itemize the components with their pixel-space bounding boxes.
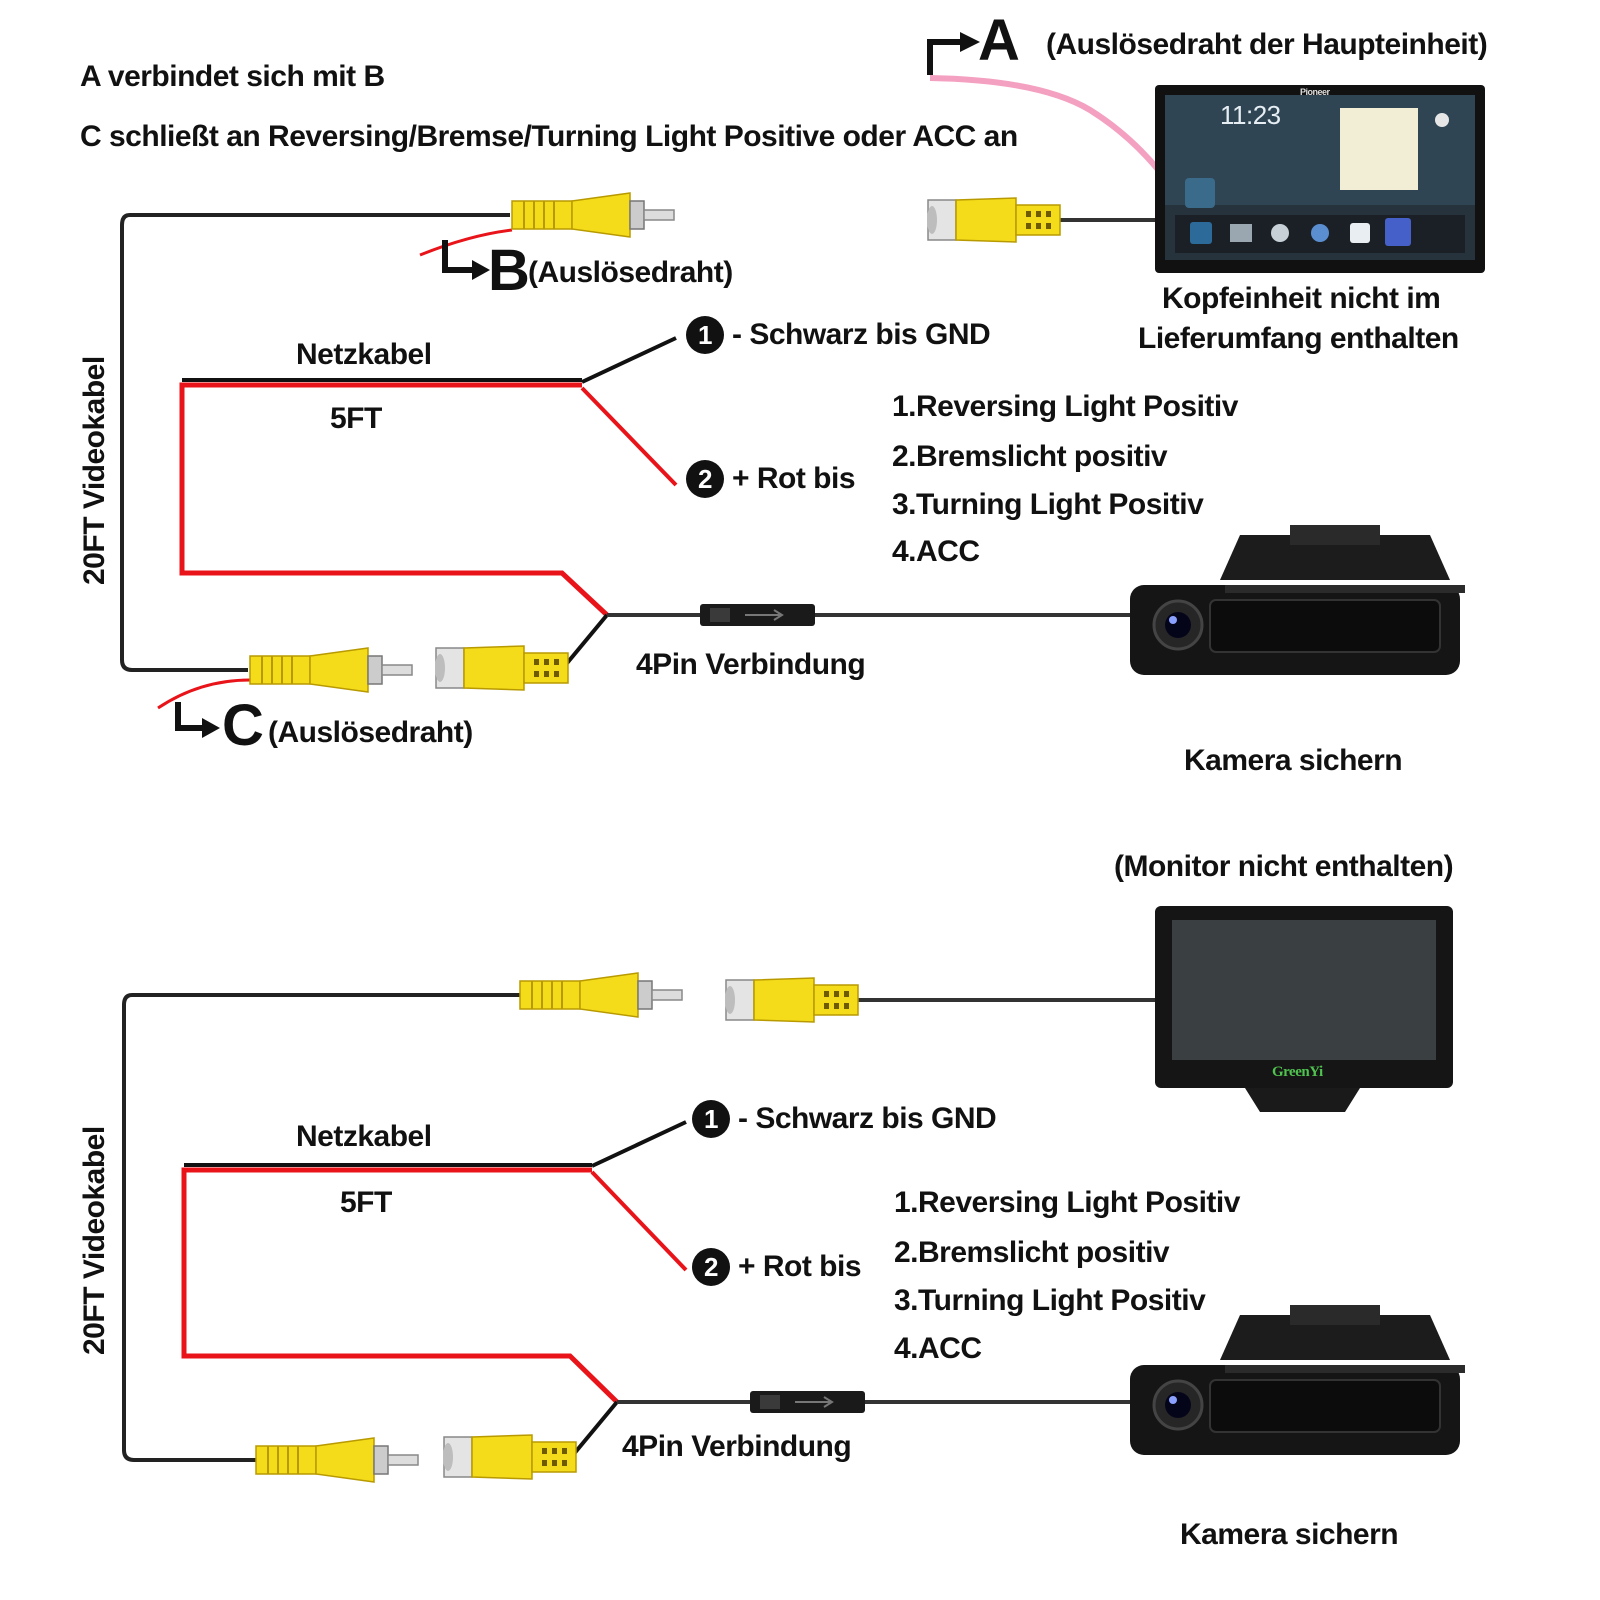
red-wire-label: + Rot bis (732, 462, 856, 495)
option-4-b: 4.ACC (894, 1332, 982, 1365)
headunit-note-1: Kopfeinheit nicht im (1162, 282, 1441, 315)
black-wire-row-2: 1 - Schwarz bis GND (692, 1100, 997, 1138)
power-cable-length: 5FT (330, 402, 382, 435)
power-cable-length-2: 5FT (340, 1186, 392, 1219)
label-a-text: (Auslösedraht der Haupteinheit) (1046, 28, 1488, 61)
head-unit (1155, 85, 1485, 273)
red-wire-label-2: + Rot bis (738, 1250, 862, 1283)
instruction-line-2: C schließt an Reversing/Bremse/Turning L… (80, 120, 1018, 153)
instruction-line-1: A verbindet sich mit B (80, 60, 385, 93)
monitor (1155, 906, 1453, 1112)
four-pin-label-2: 4Pin Verbindung (622, 1430, 852, 1463)
black-wire-row: 1 - Schwarz bis GND (686, 316, 991, 354)
headunit-brand: Pioneer (1300, 87, 1330, 97)
number-2-badge: 2 (686, 460, 724, 498)
number-1-badge: 1 (686, 316, 724, 354)
label-c-letter: C (222, 693, 264, 758)
monitor-brand: GreenYi (1272, 1064, 1323, 1080)
monitor-note: (Monitor nicht enthalten) (1114, 850, 1454, 883)
four-pin-label: 4Pin Verbindung (636, 648, 866, 681)
option-3-b: 3.Turning Light Positiv (894, 1284, 1206, 1317)
label-b-text: (Auslösedraht) (528, 256, 733, 289)
option-4: 4.ACC (892, 535, 980, 568)
red-wire-row-2: 2 + Rot bis (692, 1248, 862, 1286)
label-c-text: (Auslösedraht) (268, 716, 473, 749)
power-cable-label: Netzkabel (296, 338, 432, 371)
option-2: 2.Bremslicht positiv (892, 440, 1168, 473)
option-2-b: 2.Bremslicht positiv (894, 1236, 1170, 1269)
headunit-time: 11:23 (1220, 100, 1281, 130)
option-1-b: 1.Reversing Light Positiv (894, 1186, 1240, 1219)
number-2-badge-2: 2 (692, 1248, 730, 1286)
camera-label-2: Kamera sichern (1180, 1518, 1399, 1551)
option-1: 1.Reversing Light Positiv (892, 390, 1238, 423)
number-1-badge-2: 1 (692, 1100, 730, 1138)
video-cable-label: 20FT Videokabel (78, 356, 111, 585)
black-wire-label: - Schwarz bis GND (732, 318, 991, 351)
label-b-letter: B (488, 238, 530, 303)
option-3: 3.Turning Light Positiv (892, 488, 1204, 521)
label-a-letter: A (978, 8, 1020, 73)
black-wire-label-2: - Schwarz bis GND (738, 1102, 997, 1135)
camera-label: Kamera sichern (1184, 744, 1403, 777)
power-cable-label-2: Netzkabel (296, 1120, 432, 1153)
video-cable-label-2: 20FT Videokabel (78, 1126, 111, 1355)
headunit-note-2: Lieferumfang enthalten (1138, 322, 1459, 355)
red-wire-row: 2 + Rot bis (686, 460, 856, 498)
